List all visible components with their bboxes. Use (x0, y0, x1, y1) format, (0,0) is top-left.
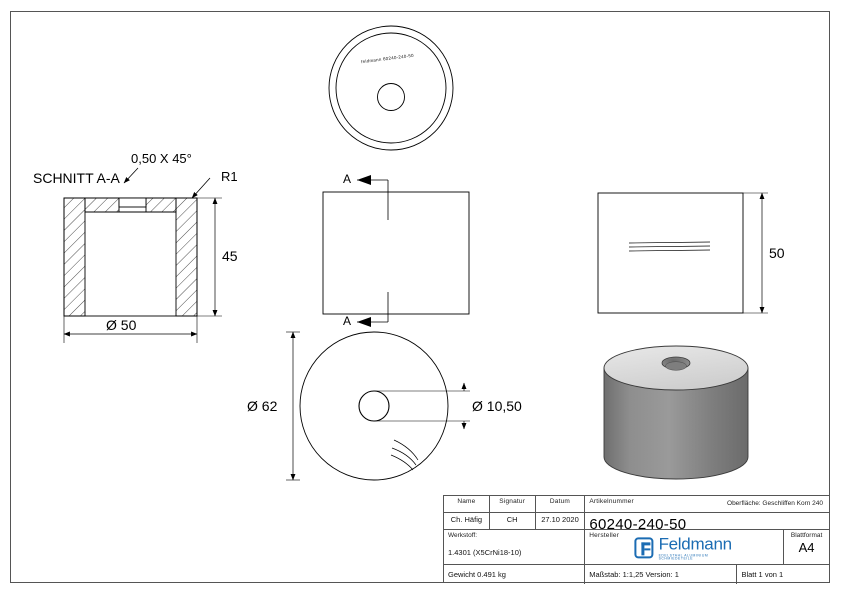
tb-header-datum-text: Datum (549, 498, 571, 505)
sheet-border (10, 11, 830, 583)
tb-werkstoff-cell: Werkstoff: 1.4301 (X5CrNi18-10) (444, 530, 586, 565)
tb-header-name: Name (444, 496, 490, 513)
feldmann-logo-f-icon (634, 537, 654, 559)
feldmann-logo-tagline: EDELSTAHL ALUMINIUM SCHMIEDETEILE (658, 553, 709, 561)
tb-value-datum: 27.10 2020 (535, 513, 586, 530)
feldmann-logo: Feldmann EDELSTAHL ALUMINIUM SCHMIEDETEI… (634, 535, 734, 561)
tb-blatt-value: Blatt 1 von 1 (741, 570, 784, 579)
tb-header-artikelnummer-text: Artikelnummer (589, 498, 634, 505)
tb-blatt-cell: Blatt 1 von 1 (737, 565, 829, 584)
side-height-dim: 50 (769, 245, 785, 261)
tb-header-datum: Datum (535, 496, 586, 513)
chamfer-note: 0,50 X 45° (131, 151, 192, 166)
section-arrow-label-top: A (343, 172, 352, 186)
feldmann-logo-text: Feldmann EDELSTAHL ALUMINIUM SCHMIEDETEI… (659, 535, 734, 561)
section-arrow-label-bottom: A (343, 314, 352, 328)
tb-value-artikelnummer: 60240-240-50 (585, 513, 830, 530)
tb-value-signatur: CH (489, 513, 536, 530)
tb-header-signatur-text: Signatur (499, 498, 526, 505)
tb-massstab-value: Maßstab: 1:1,25 Version: 1 (589, 570, 679, 579)
bottom-bore-dim: Ø 10,50 (472, 398, 522, 414)
tb-hersteller-label: Hersteller (589, 532, 620, 539)
tb-blattformat-cell: Blattformat A4 (784, 530, 829, 565)
feldmann-logo-f-bar (644, 548, 651, 551)
section-height-dim: 45 (222, 248, 238, 264)
tb-gewicht-cell: Gewicht 0.491 kg (444, 565, 586, 584)
title-block-header-row: Name Signatur Datum Artikelnummer Oberfl… (444, 496, 830, 513)
feldmann-logo-name: Feldmann (658, 534, 733, 554)
tb-value-signatur-text: CH (506, 515, 518, 524)
tb-blattformat-value: A4 (798, 540, 815, 555)
radius-note: R1 (221, 169, 238, 184)
title-block: Name Signatur Datum Artikelnummer Oberfl… (443, 495, 830, 584)
tb-oberflaeche-value: Oberfläche: Geschliffen Korn 240 (727, 500, 824, 507)
title-block-value-row: Ch. Häfig CH 27.10 2020 60240-240-50 (444, 513, 830, 530)
tb-werkstoff-label: Werkstoff: (448, 532, 478, 539)
title-block-footer-row: Gewicht 0.491 kg Maßstab: 1:1,25 Version… (444, 565, 829, 584)
tb-hersteller-cell: Hersteller Feldmann EDELSTAHL ALUMINIUM … (585, 530, 785, 565)
section-bore-dim: Ø 50 (106, 317, 137, 333)
tb-value-datum-text: 27.10 2020 (541, 515, 579, 524)
tb-value-name: Ch. Häfig (444, 513, 490, 530)
tb-header-artikelnummer: Artikelnummer Oberfläche: Geschliffen Ko… (585, 496, 830, 513)
title-block-material-row: Werkstoff: 1.4301 (X5CrNi18-10) Herstell… (444, 530, 829, 565)
tb-header-signatur: Signatur (489, 496, 536, 513)
section-view-label: SCHNITT A-A (33, 170, 120, 186)
tb-header-name-text: Name (457, 498, 476, 505)
tb-value-name-text: Ch. Häfig (450, 515, 483, 524)
tb-blattformat-label: Blattformat (790, 532, 823, 539)
tb-werkstoff-value: 1.4301 (X5CrNi18-10) (448, 548, 522, 557)
tb-artikelnummer-text: 60240-240-50 (589, 516, 687, 530)
tb-massstab-cell: Maßstab: 1:1,25 Version: 1 (585, 565, 738, 584)
tb-gewicht-value: Gewicht 0.491 kg (448, 570, 506, 579)
bottom-outer-dim: Ø 62 (247, 398, 278, 414)
